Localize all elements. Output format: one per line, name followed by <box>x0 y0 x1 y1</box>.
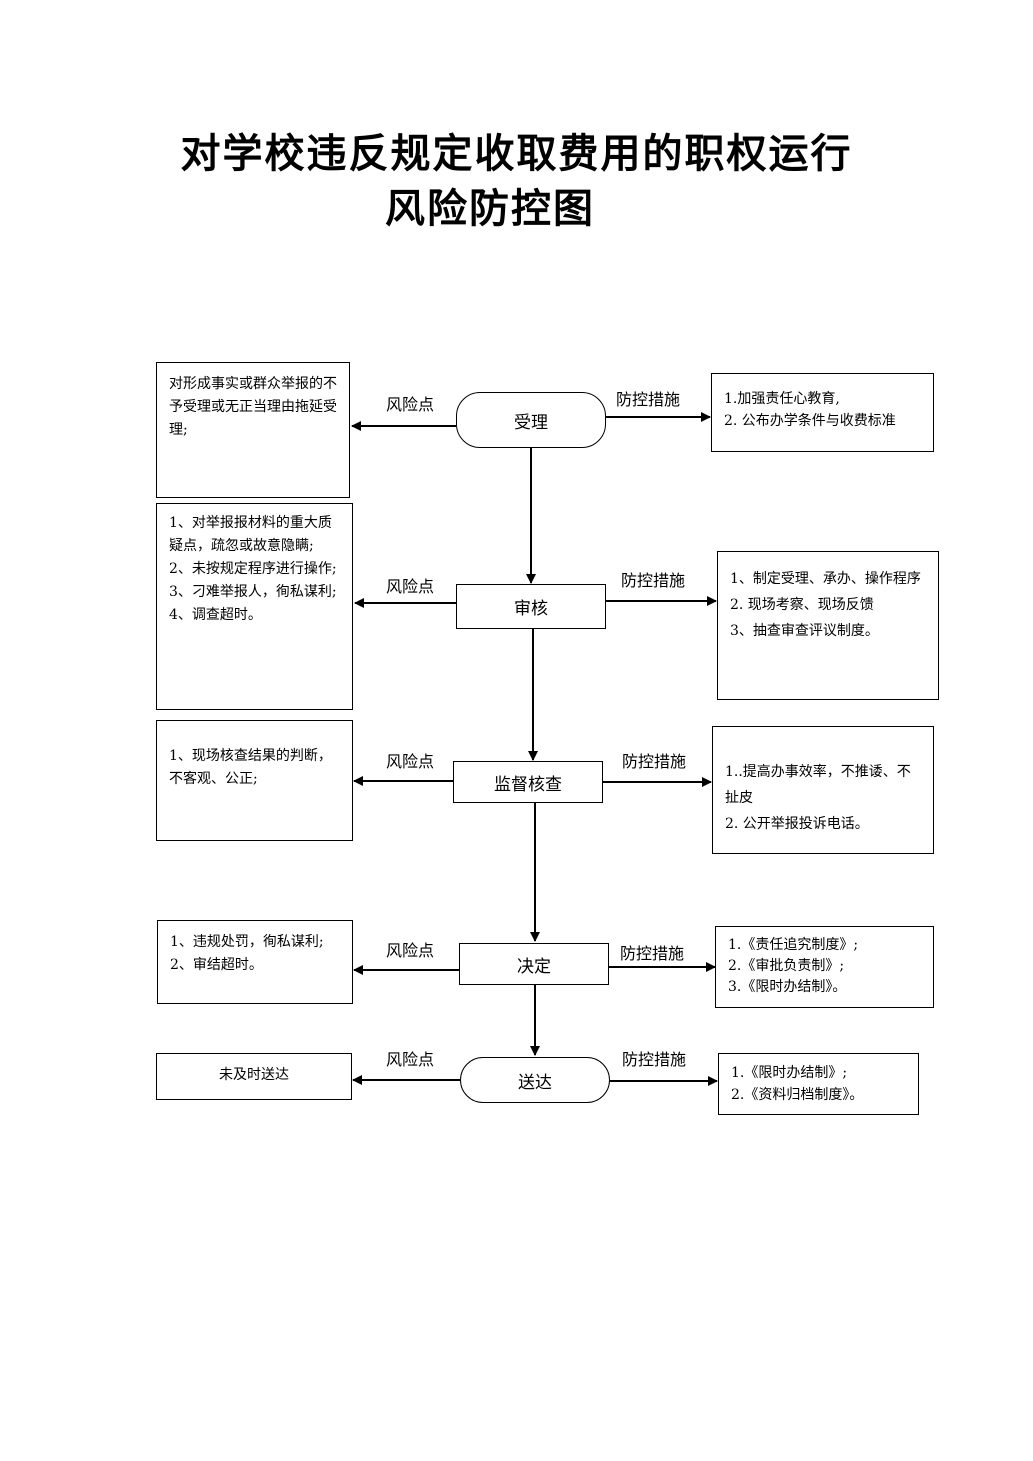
risk-box-deliver: 未及时送达 <box>156 1053 352 1100</box>
control-box-decide: 1.《责任追究制度》; 2.《审批负责制》; 3.《限时办结制》。 <box>715 926 934 1008</box>
diagram-title-line2: 风险防控图 <box>385 185 595 232</box>
control-box-deliver: 1.《限时办结制》; 2.《资料归档制度》。 <box>718 1053 919 1115</box>
step-node-decide: 决定 <box>459 943 609 985</box>
risk-label-supervise: 风险点 <box>386 752 435 771</box>
control-label-review: 防控措施 <box>621 571 686 590</box>
risk-box-supervise: 1、现场核查结果的判断，不客观、公正; <box>156 720 353 841</box>
step-node-accept: 受理 <box>456 392 606 448</box>
control-label-deliver: 防控措施 <box>622 1050 687 1069</box>
step-node-supervise: 监督核查 <box>453 761 603 803</box>
risk-box-decide: 1、违规处罚，徇私谋利; 2、审结超时。 <box>157 920 353 1004</box>
risk-box-accept: 对形成事实或群众举报的不予受理或无正当理由拖延受理; <box>156 362 350 498</box>
risk-label-accept: 风险点 <box>386 395 435 414</box>
control-box-review: 1、制定受理、承办、操作程序 2. 现场考察、现场反馈 3、抽查审查评议制度。 <box>717 551 939 700</box>
control-label-decide: 防控措施 <box>620 944 685 963</box>
control-label-supervise: 防控措施 <box>622 752 687 771</box>
control-box-supervise: 1..提高办事效率，不推诿、不扯皮 2. 公开举报投诉电话。 <box>712 726 934 854</box>
control-label-accept: 防控措施 <box>616 390 681 409</box>
step-node-deliver: 送达 <box>460 1057 610 1103</box>
control-box-accept: 1.加强责任心教育, 2. 公布办学条件与收费标准 <box>711 373 934 452</box>
step-node-review: 审核 <box>456 584 606 629</box>
risk-label-deliver: 风险点 <box>386 1050 435 1069</box>
risk-label-decide: 风险点 <box>386 941 435 960</box>
risk-box-review: 1、对举报报材料的重大质疑点，疏忽或故意隐瞒; 2、未按规定程序进行操作; 3、… <box>156 503 353 710</box>
risk-label-review: 风险点 <box>386 577 435 596</box>
diagram-title-line1: 对学校违反规定收取费用的职权运行 <box>180 130 853 177</box>
